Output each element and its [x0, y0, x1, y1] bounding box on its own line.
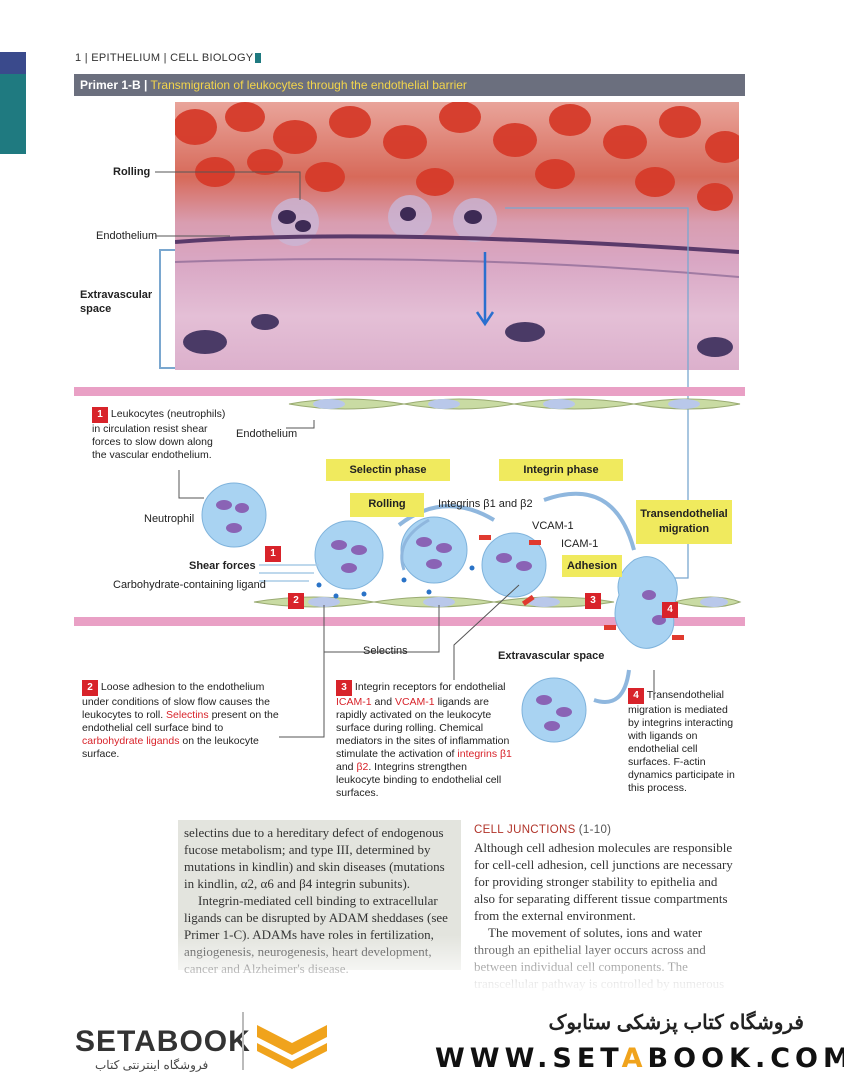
micrograph [175, 102, 739, 370]
note-3-text-a: Integrin receptors for endothelial [354, 681, 506, 693]
primer-title-bar: Primer 1-B | Transmigration of leukocyte… [74, 74, 745, 96]
diagram-label-endothelium: Endothelium [236, 428, 298, 440]
note-2-selectins: Selectins [166, 709, 209, 721]
note-3-number: 3 [336, 680, 352, 696]
note-3-text-b: ligands are rapidly activated on the leu… [336, 696, 510, 760]
note-3-text-c: . Integrins strengthen leukocyte binding… [336, 761, 502, 799]
store-url[interactable]: WWW.SETABOOK.COM [435, 1043, 844, 1074]
step-1-marker: 1 [265, 546, 281, 562]
note-3-icam: ICAM-1 [336, 696, 372, 708]
note-3-and-1: and [374, 696, 393, 708]
note-3-vcam: VCAM-1 [394, 696, 435, 708]
transendothelial-box: Transendothelial migration [636, 500, 732, 544]
section-heading-title: CELL JUNCTIONS [474, 824, 576, 836]
vcam-label: VCAM-1 [532, 520, 574, 532]
selectins-label: Selectins [363, 645, 408, 657]
step-2-marker: 2 [288, 593, 304, 609]
bottom-fade [0, 935, 844, 1000]
note-3-and-2: and [336, 761, 354, 773]
section-heading: CELL JUNCTIONS (1-10) [474, 820, 741, 839]
transmigration-diagram: Endothelium Selectin phase Integrin phas… [74, 380, 745, 810]
note-2-carbohydrate: carbohydrate ligands [82, 735, 180, 747]
chapter-tab [0, 74, 26, 154]
step-4-marker: 4 [662, 602, 678, 618]
note-1: 1 Leukocytes (neutrophils) in circulatio… [92, 407, 230, 462]
chapter-tab-top [0, 52, 26, 74]
adhesion-box: Adhesion [562, 555, 622, 577]
note-2-text-c: on the leukocyte surface. [82, 735, 259, 760]
running-head-mark [255, 53, 261, 63]
note-2-text-b: present on the endothelial cell surface … [82, 709, 279, 734]
footer-divider [242, 1012, 244, 1070]
rolling-box: Rolling [350, 493, 424, 517]
note-1-number: 1 [92, 407, 108, 423]
extravascular-space-label: Extravascular space [498, 650, 605, 662]
micrograph-image [175, 102, 739, 357]
note-3-integrins-b1: integrins β1 [457, 748, 512, 760]
note-2-text-a: Loose adhesion to the endothelium under … [82, 681, 270, 721]
section-heading-ref: (1-10) [578, 824, 612, 836]
store-url-accent: A [621, 1043, 648, 1074]
integrins-label: Integrins β1 and β2 [438, 498, 533, 510]
store-name: فروشگاه کتاب پزشکی ستابوک [548, 1012, 804, 1034]
icam-label: ICAM-1 [561, 538, 599, 550]
setabook-logo-subtitle: فروشگاه اینترنتی کتاب [95, 1058, 209, 1072]
footer-watermark [0, 995, 844, 1080]
integrin-phase-box: Integrin phase [499, 459, 623, 481]
primer-label: Primer 1-B | [80, 78, 148, 92]
store-url-part-2: BOOK.COM [647, 1043, 844, 1074]
pink-band-bottom [74, 617, 745, 626]
micro-label-rolling: Rolling [113, 166, 151, 178]
note-2-number: 2 [82, 680, 98, 696]
micro-label-endothelium: Endothelium [96, 230, 158, 242]
note-2: 2 Loose adhesion to the endothelium unde… [82, 680, 280, 761]
running-head: 1 | EPITHELIUM | CELL BIOLOGY [75, 52, 254, 64]
carbohydrate-ligand-label: Carbohydrate-containing ligand [113, 579, 266, 591]
note-4-number: 4 [628, 688, 644, 704]
diagram-art [178, 398, 742, 743]
selectin-phase-box: Selectin phase [326, 459, 450, 481]
note-3: 3 Integrin receptors for endothelial ICA… [336, 680, 514, 800]
store-url-part-1: WWW.SET [435, 1043, 622, 1074]
right-para-1: Although cell adhesion molecules are res… [474, 840, 733, 923]
note-3-b2: β2 [356, 761, 369, 773]
book-icon [257, 1025, 327, 1069]
left-para-1: selectins due to a hereditary defect of … [184, 825, 445, 891]
shear-forces-label: Shear forces [189, 560, 256, 572]
setabook-logo: SETABOOK [75, 1025, 251, 1058]
note-4-text: Transendothelial migration is mediated b… [628, 689, 735, 794]
primer-title: Transmigration of leukocytes through the… [150, 78, 467, 92]
step-3-marker: 3 [585, 593, 601, 609]
micro-label-extravascular: Extravascular space [80, 289, 153, 315]
note-1-text: Leukocytes (neutrophils) in circulation … [92, 408, 226, 461]
pink-band-top [74, 387, 745, 396]
note-4: 4 Transendothelial migration is mediated… [628, 688, 740, 795]
neutrophil-label: Neutrophil [144, 513, 195, 525]
